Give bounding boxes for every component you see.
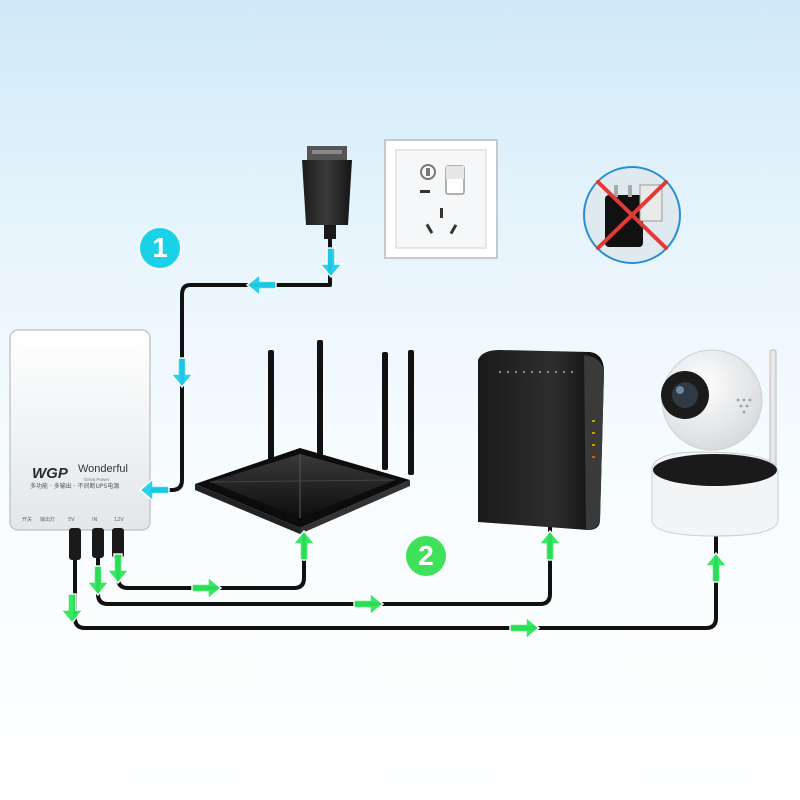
modem-icon (478, 350, 604, 530)
input-arrow-cable-down (169, 357, 195, 389)
output-arrow-router-up (291, 529, 317, 561)
no-adapter-icon (583, 166, 681, 264)
ups-brand-sub: Great Power (84, 477, 110, 482)
output-arrow-modem-up (537, 529, 563, 561)
input-arrow-adapter-down (318, 247, 344, 279)
output-arrow-5v-down (59, 593, 85, 625)
dc-plugs (69, 528, 124, 560)
output-arrow-camera-right (509, 615, 541, 641)
cable-ups-to-modem (96, 488, 552, 606)
cable-ups-to-camera (73, 528, 718, 630)
wifi-router-icon (195, 340, 414, 534)
cable-adapter-to-ups (138, 238, 332, 492)
step-1-badge: 1 (140, 228, 180, 268)
modem-vent-dots (498, 370, 574, 374)
plug-9v (92, 528, 104, 558)
output-arrow-camera-up (703, 551, 729, 583)
ups-slogan: 多功能 · 多输出 · 不间断UPS电源 (30, 482, 119, 490)
output-arrow-12v-down (105, 553, 131, 585)
input-arrow-into-ups (138, 477, 170, 503)
mini-ups-device: WGP Wonderful Great Power 多功能 · 多输出 · 不间… (9, 329, 151, 560)
wall-outlet-icon (384, 139, 498, 259)
plug-12v (112, 528, 124, 558)
ups-logo: WGP Wonderful Great Power 多功能 · 多输出 · 不间… (30, 463, 128, 490)
port-label-switch: 开关 (22, 516, 32, 523)
port-label-output-light: 输出灯 (40, 516, 55, 523)
step-2-badge: 2 (406, 536, 446, 576)
ups-brand-name: Wonderful (78, 463, 128, 475)
power-adapter-icon (302, 146, 352, 239)
output-arrow-modem-right (353, 591, 385, 617)
ups-port-labels: 开关 输出灯 5V IN 12V (22, 516, 124, 523)
ip-camera-icon (651, 349, 779, 537)
port-label-in: IN (92, 517, 97, 523)
plug-5v (69, 528, 81, 560)
port-label-12v: 12V (114, 517, 124, 523)
flow-arrows (59, 247, 729, 641)
output-arrow-router-right (191, 575, 223, 601)
output-arrow-9v-down (85, 565, 111, 597)
cables (73, 238, 718, 630)
input-arrow-cable-left (245, 272, 277, 298)
ups-logo-text: WGP (32, 465, 69, 482)
port-label-5v: 5V (68, 517, 75, 523)
